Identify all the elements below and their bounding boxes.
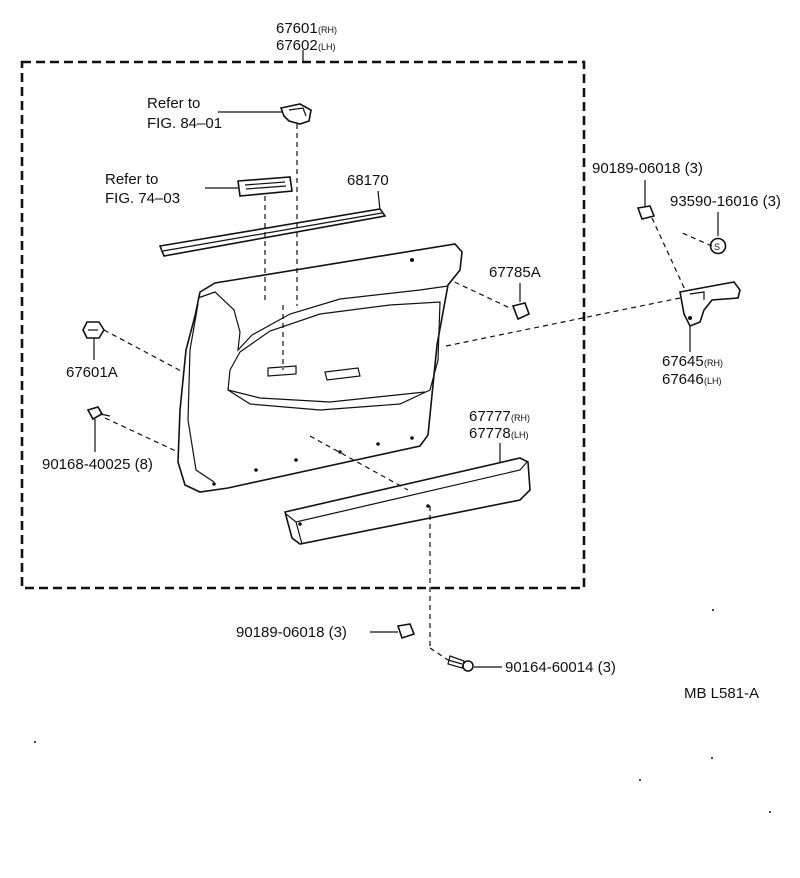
leader-s-bracket	[679, 231, 713, 247]
label-pocket-rh: 67777	[469, 408, 511, 425]
label-screw: 90168-40025 (8)	[42, 456, 153, 473]
s-part-symbol: S	[714, 242, 720, 252]
label-bracket-rh-side: (RH)	[704, 358, 723, 368]
label-refer-74-line2: FIG. 74–03	[105, 190, 180, 207]
pad-part	[511, 302, 531, 321]
label-pocket-lh: 67778	[469, 425, 511, 442]
door-trim-panel	[177, 243, 463, 493]
speaker-grille	[237, 176, 293, 197]
label-weatherstrip: 68170	[347, 172, 389, 189]
leader-bolt-down	[429, 647, 449, 661]
leader-nut-bracket	[651, 217, 687, 293]
label-bolt: 90164-60014 (3)	[505, 659, 616, 676]
label-pad: 67785A	[489, 264, 541, 281]
screw-part	[86, 406, 111, 421]
leader-bracket-panel	[445, 297, 681, 347]
s-part-circle	[709, 237, 727, 255]
label-nut-top: 90189-06018 (3)	[592, 160, 703, 177]
label-refer-74-line1: Refer to	[105, 171, 158, 188]
label-s-part: 93590-16016 (3)	[670, 193, 781, 210]
leader-weatherstrip	[377, 190, 381, 211]
label-clip: 67601A	[66, 364, 118, 381]
nut-bottom-part	[396, 623, 416, 640]
drawing-code: MB L581-A	[684, 685, 759, 702]
label-refer-84-line1: Refer to	[147, 95, 200, 112]
label-pocket-rh-side: (RH)	[511, 413, 530, 423]
label-panel-rh: 67601	[276, 20, 318, 37]
leader-screw	[104, 417, 179, 453]
leader-pocket-panel	[309, 435, 409, 491]
label-bracket-lh: 67646	[662, 371, 704, 388]
label-bracket-lh-side: (LH)	[704, 376, 722, 386]
inside-handle-bezel	[279, 103, 312, 125]
nut-top-part	[636, 205, 656, 220]
label-panel-lh-side: (LH)	[318, 42, 336, 52]
label-pocket-lh-side: (LH)	[511, 430, 529, 440]
bracket-part	[679, 281, 741, 328]
bolt-part	[447, 655, 474, 672]
clip-part	[82, 321, 105, 339]
leader-clip	[103, 329, 184, 373]
label-refer-84-line2: FIG. 84–01	[147, 115, 222, 132]
label-bracket-rh: 67645	[662, 353, 704, 370]
label-panel-lh: 67602	[276, 37, 318, 54]
label-panel-rh-side: (RH)	[318, 25, 337, 35]
label-nut-bottom: 90189-06018 (3)	[236, 624, 347, 641]
belt-weatherstrip	[158, 208, 387, 257]
door-pocket	[284, 457, 531, 545]
